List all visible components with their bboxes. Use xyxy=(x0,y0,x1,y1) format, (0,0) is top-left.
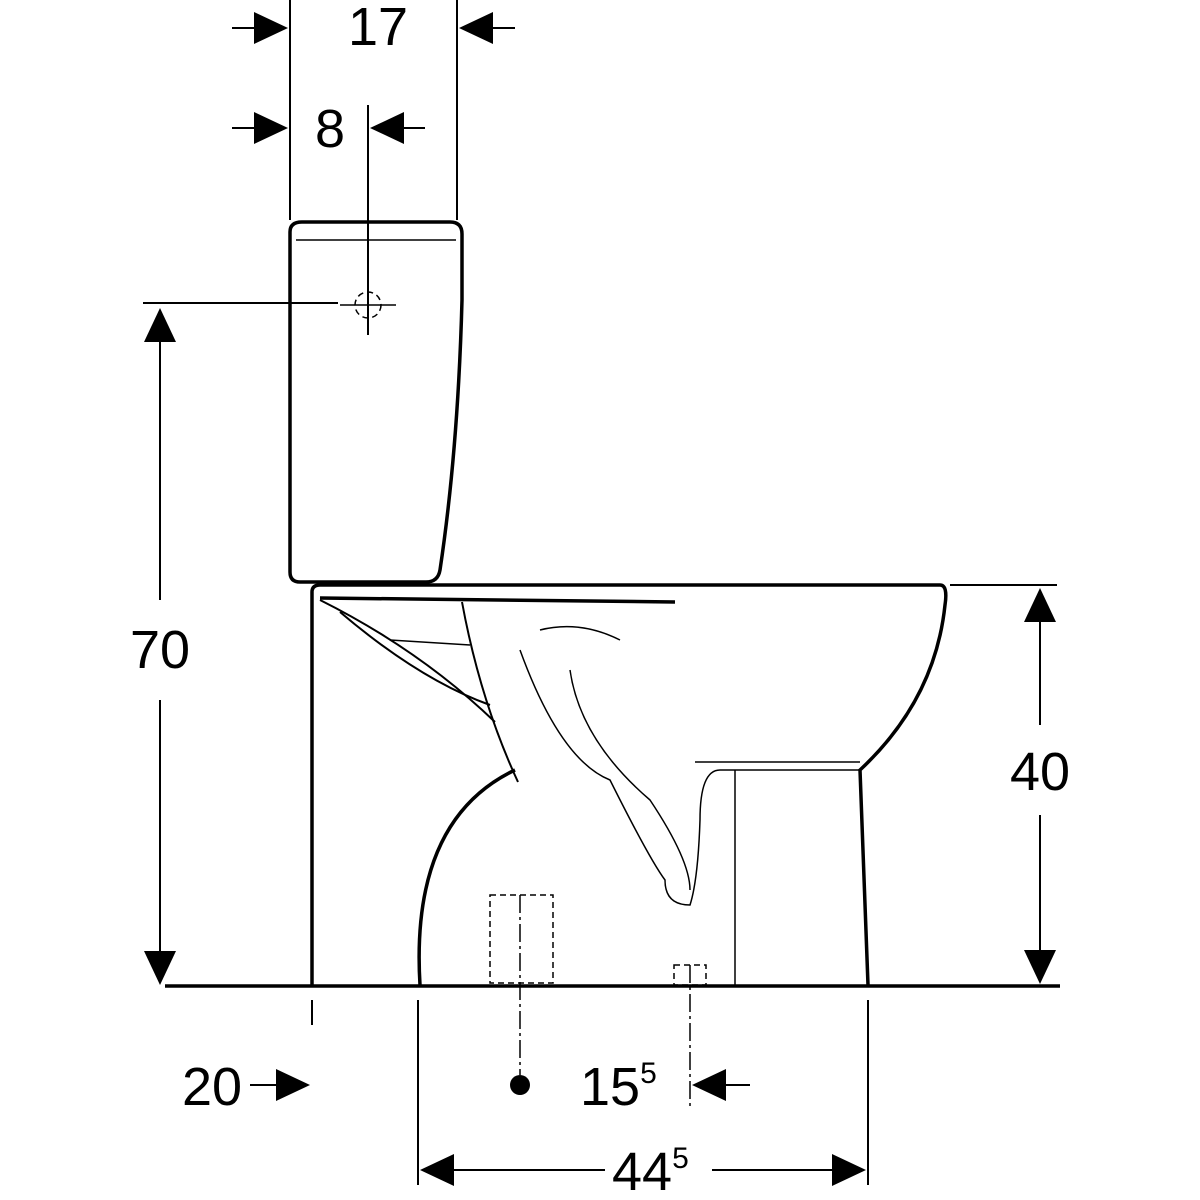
arrow xyxy=(144,308,176,342)
dimension-label: 70 xyxy=(130,620,190,680)
dimension-8: 8 xyxy=(232,99,425,335)
dimension-label: 40 xyxy=(1010,742,1070,802)
dimension-label: 155 xyxy=(580,1057,657,1117)
dimension-40: 40 xyxy=(950,584,1070,984)
arrow xyxy=(1024,950,1056,984)
bowl-detail xyxy=(389,639,471,646)
arrow xyxy=(370,112,404,144)
pan-foot xyxy=(417,768,516,986)
dimension-15-5: 155 xyxy=(510,895,750,1117)
arrow xyxy=(276,1069,310,1101)
dimension-label: 8 xyxy=(315,99,345,159)
dimension-17: 17 xyxy=(232,0,515,220)
arrow xyxy=(254,12,288,44)
wc-pan xyxy=(310,583,948,986)
arrow xyxy=(832,1154,866,1186)
fixing-hidden xyxy=(489,894,554,984)
bowl-rim-detail xyxy=(539,625,621,641)
cistern xyxy=(288,220,464,584)
dimension-label: 20 xyxy=(182,1057,242,1117)
dimension-44-5: 445 xyxy=(417,1000,869,1200)
pan-outline xyxy=(310,583,948,986)
arrow xyxy=(1024,588,1056,622)
arrow xyxy=(692,1069,726,1101)
dimension-label: 17 xyxy=(348,0,408,57)
cistern-outline xyxy=(288,220,464,584)
dimension-label: 445 xyxy=(612,1142,689,1200)
dimension-20: 20 xyxy=(182,1000,313,1117)
arrow xyxy=(144,951,176,985)
trap-outline xyxy=(519,649,860,906)
bowl-front xyxy=(461,601,519,783)
arrow xyxy=(459,12,493,44)
trap-inner xyxy=(569,669,691,891)
dimension-70: 70 xyxy=(130,302,338,985)
seat-line xyxy=(319,596,676,604)
arrow xyxy=(254,112,288,144)
flush-channel xyxy=(319,599,496,723)
arrow xyxy=(420,1154,454,1186)
fixing-point-icon xyxy=(510,1075,530,1095)
flush-channel-inner xyxy=(339,611,491,706)
